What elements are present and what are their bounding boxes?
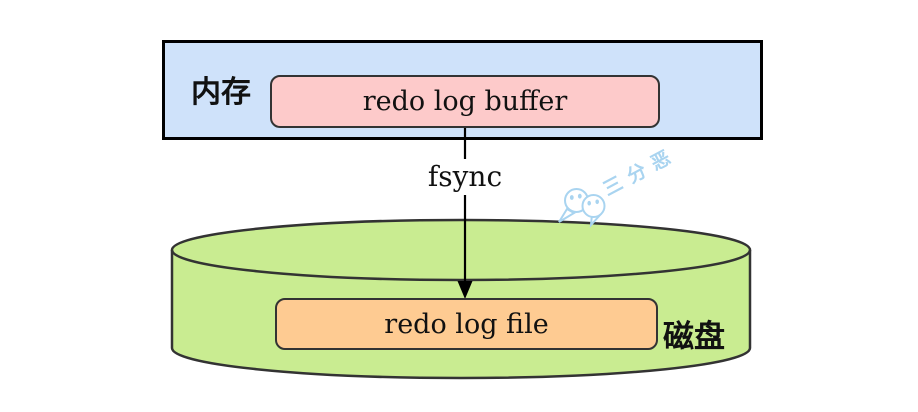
memory-label: 内存 xyxy=(191,75,251,111)
redo-log-buffer-node: redo log buffer xyxy=(270,75,660,128)
redo-log-file-node: redo log file xyxy=(275,298,658,350)
redo-log-file-label: redo log file xyxy=(384,308,549,340)
wechat-chat-bubbles-icon xyxy=(558,188,606,228)
memory-container: 内存 redo log buffer xyxy=(162,40,763,140)
disk-label: 磁盘 xyxy=(663,319,725,355)
fsync-label: fsync xyxy=(419,159,511,195)
arrowhead-icon xyxy=(457,281,473,299)
redo-log-buffer-label: redo log buffer xyxy=(362,86,568,117)
fsync-arrow xyxy=(457,128,473,299)
